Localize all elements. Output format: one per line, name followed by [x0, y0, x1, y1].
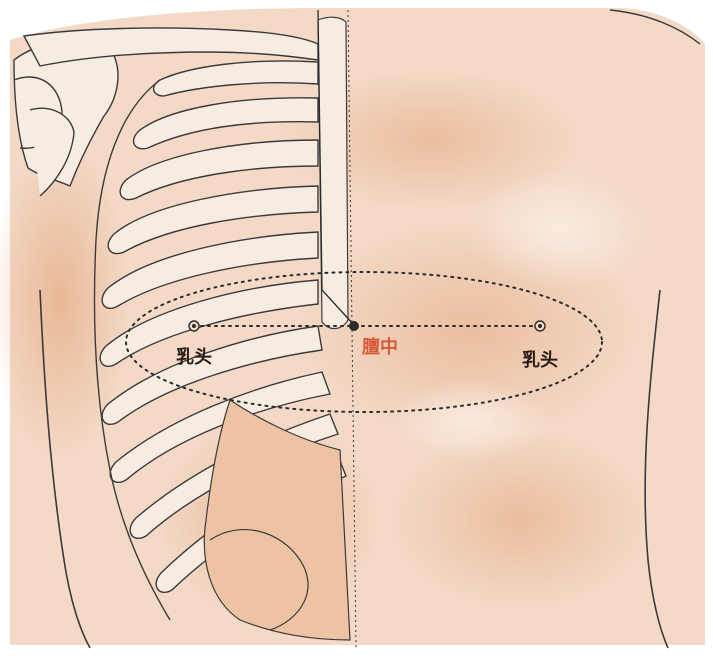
right-nipple-dot — [538, 324, 542, 328]
acupoint-marker — [349, 321, 359, 331]
acupoint-label: 膻中 — [362, 333, 398, 359]
right-lower-shadow — [390, 430, 650, 610]
left-nipple-dot — [192, 324, 196, 328]
right-light-patch-2 — [390, 380, 550, 460]
right-light-patch — [470, 170, 650, 290]
right-nipple-label: 乳头 — [522, 346, 558, 372]
left-nipple-label: 乳头 — [176, 343, 212, 369]
